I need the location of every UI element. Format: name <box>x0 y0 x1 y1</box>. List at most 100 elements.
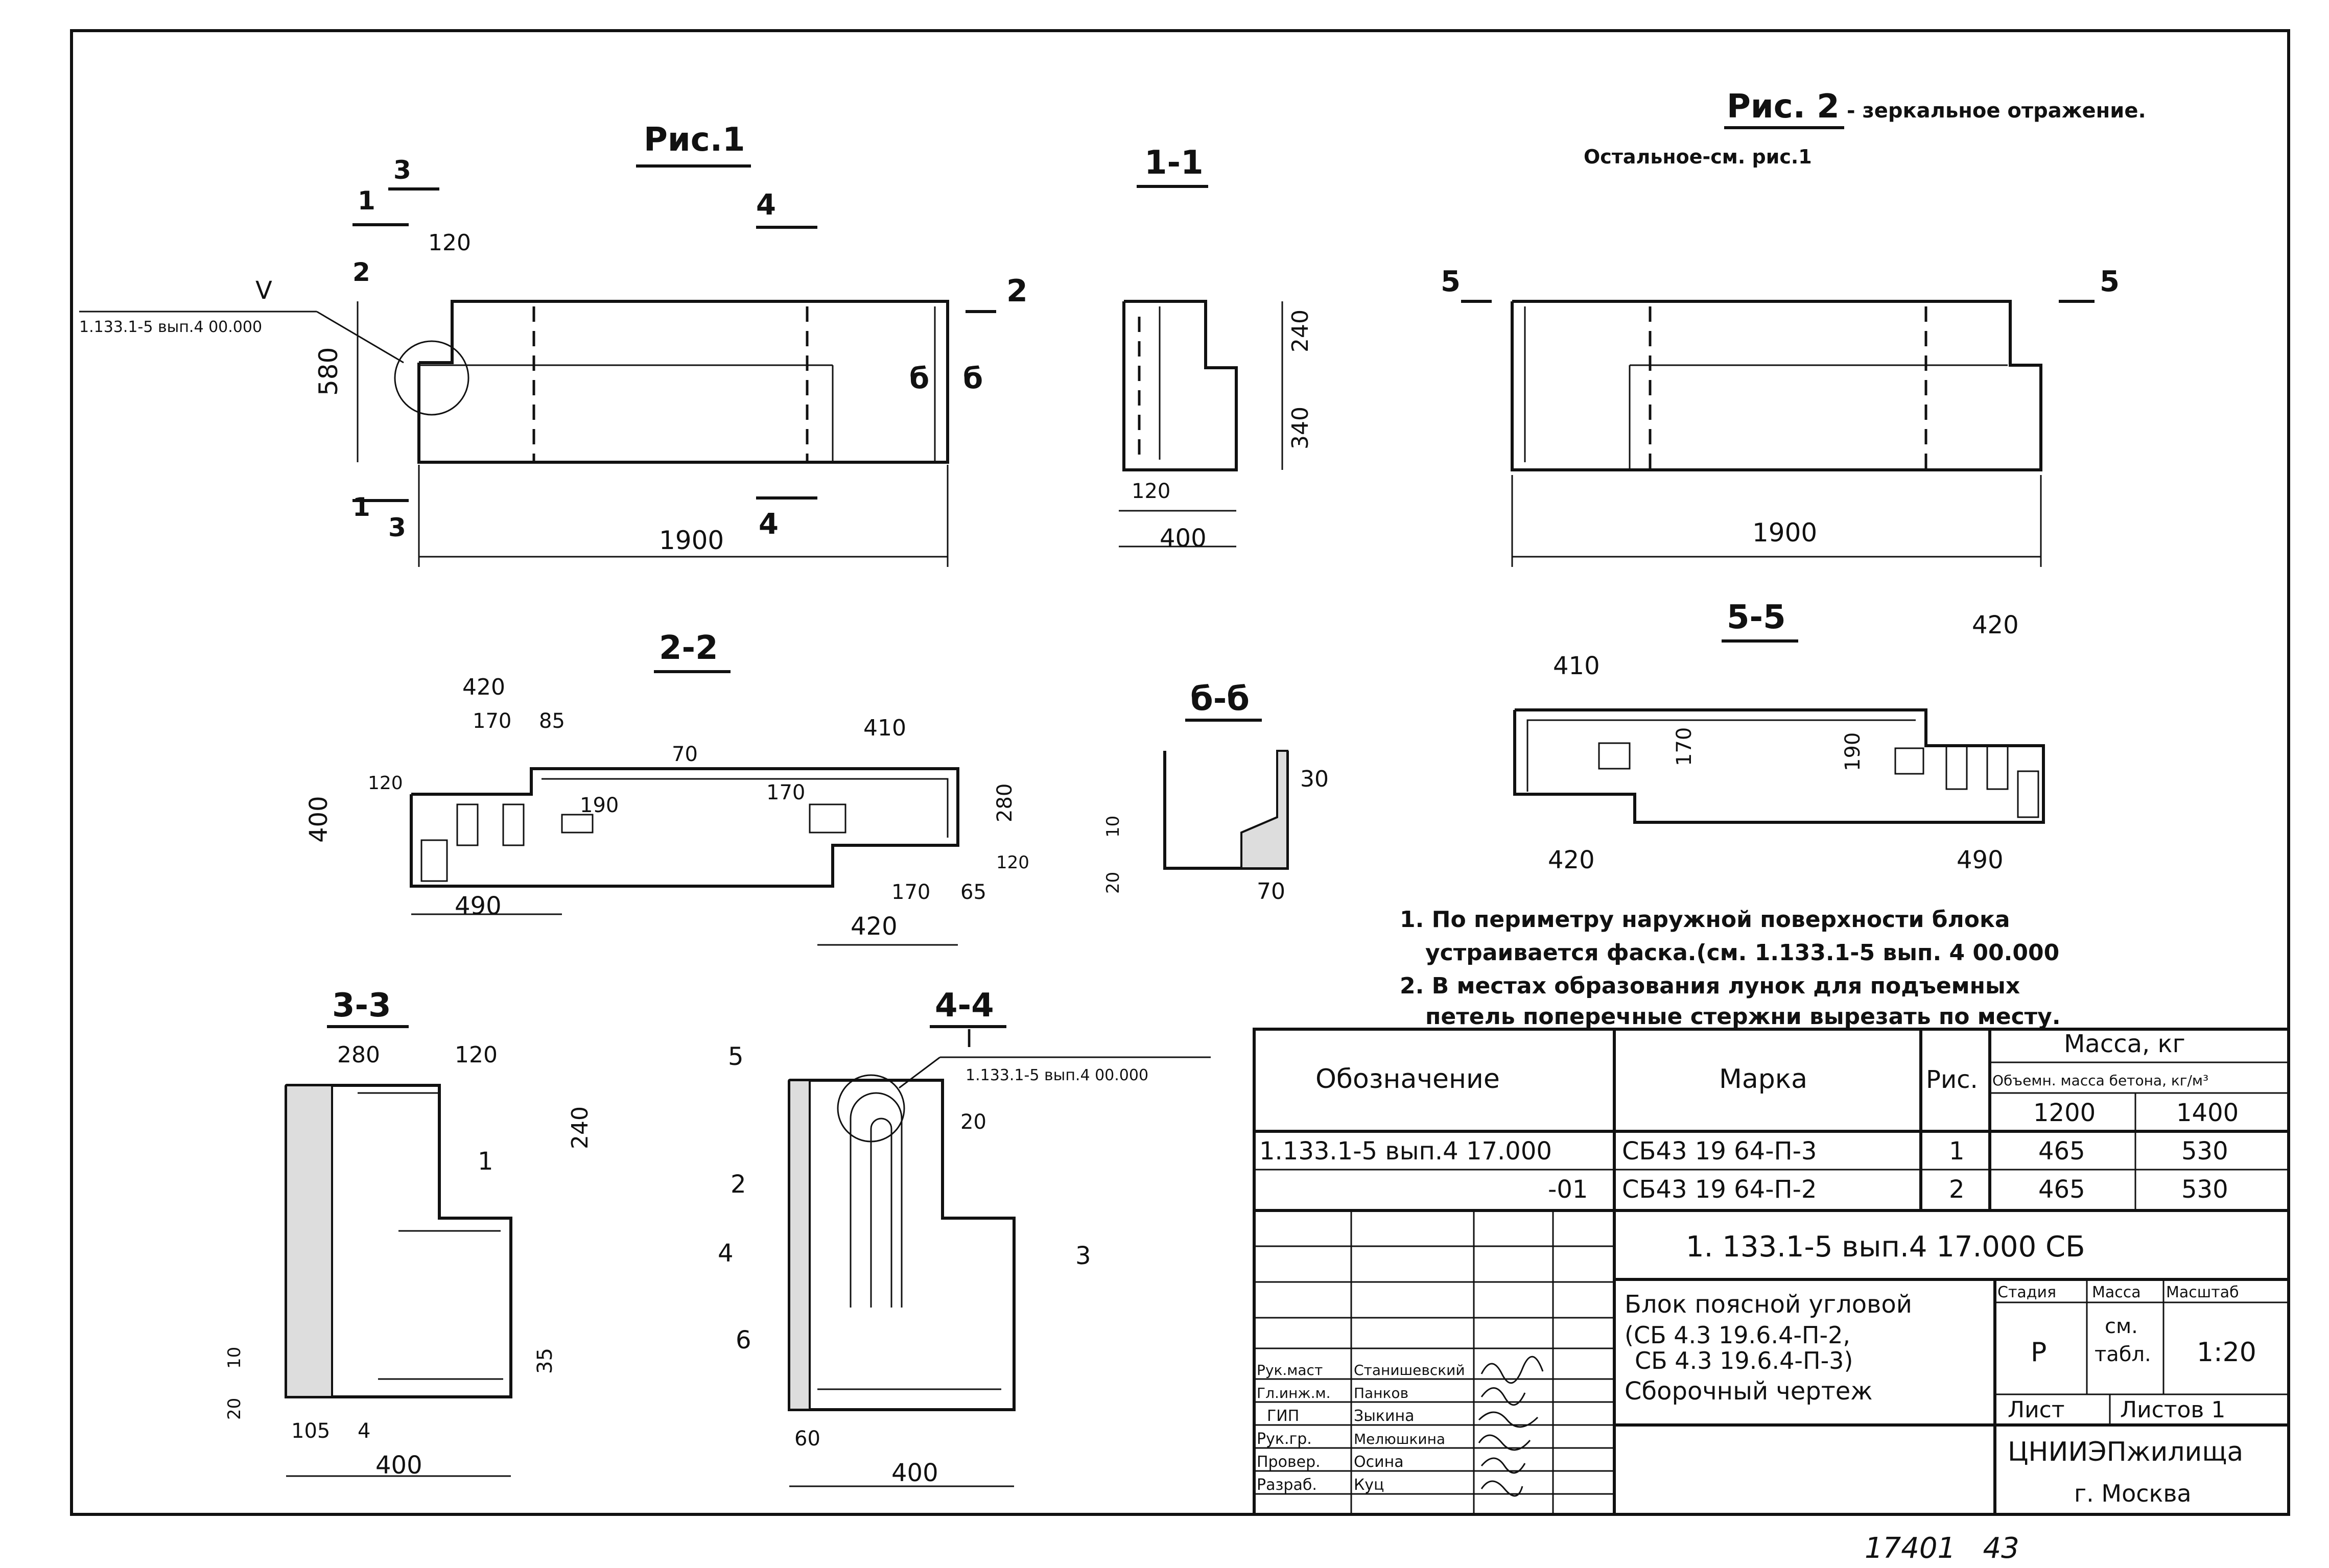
fig1-view: Рис.1 1900 580 120 1 1 2 2 3 3 4 4 б б <box>79 121 1028 567</box>
dim-420-s55-bot: 420 <box>1548 846 1595 874</box>
dim-10-bb: 10 <box>1103 816 1123 838</box>
table-h-d2: 1400 <box>2176 1099 2239 1127</box>
dim-120b-s22: 120 <box>996 852 1029 873</box>
table-h-density: Объемн. масса бетона, кг/м³ <box>1992 1072 2208 1089</box>
dim-70-bb: 70 <box>1257 878 1285 905</box>
tb-name-1: Блок поясной угловой <box>1625 1290 1912 1319</box>
node-ref-sym-2: I <box>966 1025 973 1053</box>
dim-420-s55-top: 420 <box>1972 611 2019 639</box>
dim-170b-s22: 170 <box>766 781 805 804</box>
fig2-note2: Остальное-см. рис.1 <box>1584 146 1812 168</box>
tb-code: 1. 133.1-5 вып.4 17.000 СБ <box>1686 1230 2085 1264</box>
note-line-4: петель поперечные стержни вырезать по ме… <box>1425 1004 2061 1030</box>
tb-org-1: ЦНИИЭПжилища <box>2008 1437 2243 1467</box>
dim-420b-s22: 420 <box>851 912 898 941</box>
footer-number: 17401 43 <box>1865 1532 2019 1565</box>
cut-3-top: 3 <box>393 155 411 185</box>
section-b-b-title: б-б <box>1190 680 1250 718</box>
pos-6: 6 <box>736 1326 751 1355</box>
fig2-note1: - зеркальное отражение. <box>1847 99 2146 123</box>
dim-35: 35 <box>533 1348 557 1374</box>
tb-name-2: (СБ 4.3 19.6.4-П-2, <box>1625 1321 1850 1349</box>
pos-1: 1 <box>478 1147 493 1176</box>
dim-490-s55: 490 <box>1957 846 2004 874</box>
section-4-4: 4-4 I 1.133.1-5 вып.4 00.000 5 2 4 3 6 2… <box>718 987 1211 1487</box>
tb-mass-1: см. <box>2105 1315 2138 1338</box>
signature-4 <box>1478 1434 1531 1451</box>
dim-170-s55: 170 <box>1673 727 1696 766</box>
node-ref-2: 1.133.1-5 вып.4 00.000 <box>966 1066 1148 1084</box>
dim-120-s33: 120 <box>455 1042 498 1068</box>
tb-person-1: Станишевский <box>1354 1362 1465 1379</box>
tb-role-6: Разраб. <box>1257 1476 1317 1494</box>
pos-5: 5 <box>728 1042 744 1071</box>
dim-400-s33: 400 <box>375 1451 422 1480</box>
section-2-2: 2-2 420 170 85 70 410 400 120 190 170 28… <box>304 629 1029 946</box>
section-1-1: 1-1 240 340 120 400 <box>1119 144 1313 553</box>
table-row-2-mark: СБ43 19 64-П-2 <box>1622 1175 1817 1204</box>
table-h-mark: Марка <box>1719 1064 1807 1095</box>
table-h-d1: 1200 <box>2033 1099 2096 1127</box>
section-2-2-title: 2-2 <box>659 629 718 667</box>
cut-1-bot: 1 <box>352 492 370 522</box>
tb-scale: 1:20 <box>2197 1337 2256 1368</box>
dim-420-s22: 420 <box>462 674 505 700</box>
dim-120-s11: 120 <box>1132 480 1170 503</box>
cut-5-right: 5 <box>2100 265 2120 298</box>
note-line-3: 2. В местах образования лунок для подъем… <box>1400 973 2020 999</box>
section-5-5: 5-5 420 410 170 190 420 490 <box>1513 599 2045 874</box>
dim-20-s44: 20 <box>960 1110 986 1134</box>
node-ref-1: 1.133.1-5 вып.4 00.000 <box>79 318 262 336</box>
fig1-title: Рис.1 <box>644 121 745 159</box>
tb-h-mass: Масса <box>2092 1284 2141 1301</box>
fig2-title: Рис. 2 <box>1727 88 1840 126</box>
tb-person-2: Панков <box>1354 1385 1408 1401</box>
signature-6 <box>1480 1480 1523 1497</box>
section-b-b: б-б 30 10 20 70 <box>1103 680 1329 905</box>
dim-490-s22: 490 <box>455 892 502 920</box>
tb-stage: Р <box>2031 1337 2046 1368</box>
pos-4: 4 <box>718 1239 734 1268</box>
cut-3-bot: 3 <box>388 513 406 542</box>
dim-240-s11: 240 <box>1287 310 1313 352</box>
dim-20-bb: 20 <box>1103 872 1123 894</box>
cut-2-right: 2 <box>1006 273 1028 309</box>
signature-2 <box>1480 1387 1526 1406</box>
tb-name-4: Сборочный чертеж <box>1625 1377 1873 1406</box>
spec-table: Обозначение Марка Рис. Масса, кг Объемн.… <box>1253 1028 2290 1212</box>
dim-120-s22: 120 <box>368 773 403 794</box>
dim-10-s33: 10 <box>224 1347 245 1369</box>
fig2-view: Рис. 2 - зеркальное отражение. Остальное… <box>1441 88 2146 567</box>
tb-org-2: г. Москва <box>2074 1480 2192 1507</box>
dim-400-s22: 400 <box>304 796 333 843</box>
signature-5 <box>1480 1457 1526 1474</box>
tb-role-4: Рук.гр. <box>1257 1430 1312 1448</box>
dim-1900-fig2: 1900 <box>1752 518 1817 548</box>
table-row-2-designation: -01 <box>1548 1175 1588 1204</box>
table-h-mass: Масса, кг <box>2064 1030 2185 1058</box>
cut-4-top: 4 <box>756 188 776 222</box>
tb-sheets: Листов 1 <box>2120 1397 2225 1423</box>
table-row-2-m1: 465 <box>2038 1175 2085 1204</box>
cut-b-2: б <box>963 362 983 395</box>
cut-b-1: б <box>909 362 929 395</box>
table-row-1-fig: 1 <box>1949 1137 1965 1166</box>
cut-1-top: 1 <box>358 186 375 216</box>
dim-400-s11: 400 <box>1160 524 1207 553</box>
table-h-fig: Рис. <box>1926 1065 1978 1094</box>
dim-410-s22: 410 <box>863 715 906 741</box>
dim-400-s44: 400 <box>891 1459 938 1487</box>
section-3-3: 3-3 280 120 240 1 10 20 35 105 4 400 <box>224 987 593 1480</box>
pos-3: 3 <box>1075 1242 1091 1270</box>
table-h-designation: Обозначение <box>1315 1064 1500 1095</box>
dim-190-s55: 190 <box>1841 732 1865 771</box>
table-row-2-m2: 530 <box>2181 1175 2228 1204</box>
dim-1900-fig1: 1900 <box>659 526 724 555</box>
table-row-1-mark: СБ43 19 64-П-3 <box>1622 1137 1817 1166</box>
tb-sheet: Лист <box>2008 1397 2065 1423</box>
dim-170-s22: 170 <box>473 709 511 733</box>
tb-role-5: Провер. <box>1257 1453 1321 1471</box>
tb-person-5: Осина <box>1354 1453 1404 1471</box>
node-ref-sym-1: V <box>255 276 272 305</box>
